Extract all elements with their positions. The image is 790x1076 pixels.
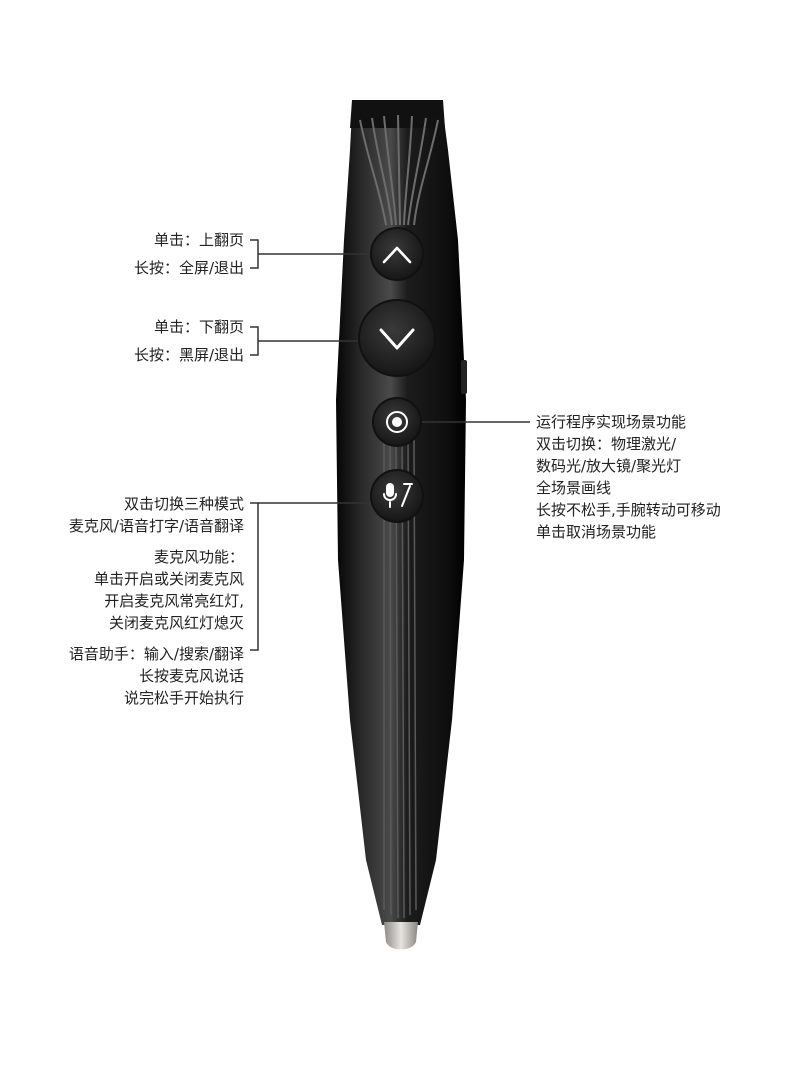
- record-circle-icon: [386, 411, 408, 433]
- annotation-laser-line: 运行程序实现场景功能: [536, 413, 687, 431]
- annotation-mic-line: 单击开启或关闭麦克风: [93, 570, 244, 588]
- side-button: [461, 360, 467, 394]
- annotation-mic: 双击切换三种模式 麦克风/语音打字/语音翻译 麦克风功能： 单击开启或关闭麦克风…: [69, 493, 244, 709]
- annotation-laser-line: 双击切换：物理激光/: [536, 435, 677, 453]
- annotation-mic-mode-line: 双击切换三种模式: [123, 495, 244, 513]
- annotation-down: 单击：下翻页 长按：黑屏/退出: [134, 316, 244, 366]
- annotation-laser-line: 单击取消场景功能: [536, 523, 657, 541]
- annotation-laser-line: 全场景画线: [536, 479, 612, 497]
- chevron-up-icon: [382, 246, 412, 264]
- pen-cap: [350, 100, 445, 128]
- annotation-mic-mode-line: 麦克风/语音打字/语音翻译: [68, 517, 244, 535]
- mic-button[interactable]: [370, 469, 424, 523]
- annotation-laser: 运行程序实现场景功能 双击切换：物理激光/ 数码光/放大镜/聚光灯 全场景画线 …: [536, 411, 721, 543]
- annotation-mic-line: 关闭麦克风红灯熄灭: [108, 614, 244, 632]
- annotation-up-line1: 单击：上翻页: [153, 231, 244, 249]
- mic-translate-icon: [383, 483, 413, 508]
- annotation-mic-line: 开启麦克风常亮红灯,: [104, 592, 244, 610]
- annotation-down-line1: 单击：下翻页: [153, 318, 244, 336]
- annotation-down-line2: 长按：黑屏/退出: [133, 346, 244, 364]
- up-button[interactable]: [370, 227, 424, 281]
- annotation-assistant-line: 长按麦克风说话: [138, 667, 244, 685]
- down-button[interactable]: [358, 299, 436, 377]
- annotation-mic-line: 麦克风功能：: [153, 548, 244, 566]
- leader-lines: [250, 239, 530, 651]
- pen-tip: [384, 922, 418, 950]
- annotation-up: 单击：上翻页 长按：全屏/退出: [134, 229, 244, 279]
- annotation-laser-line: 数码光/放大镜/聚光灯: [536, 457, 682, 475]
- chevron-down-icon: [379, 328, 415, 350]
- annotation-assistant-line: 语音助手：输入/搜索/翻译: [68, 645, 244, 663]
- top-fins: [359, 114, 439, 226]
- annotation-laser-line: 长按不松手,手腕转动可移动: [536, 501, 721, 519]
- annotation-up-line2: 长按：全屏/退出: [133, 259, 244, 277]
- annotation-assistant-line: 说完松手开始执行: [123, 689, 244, 707]
